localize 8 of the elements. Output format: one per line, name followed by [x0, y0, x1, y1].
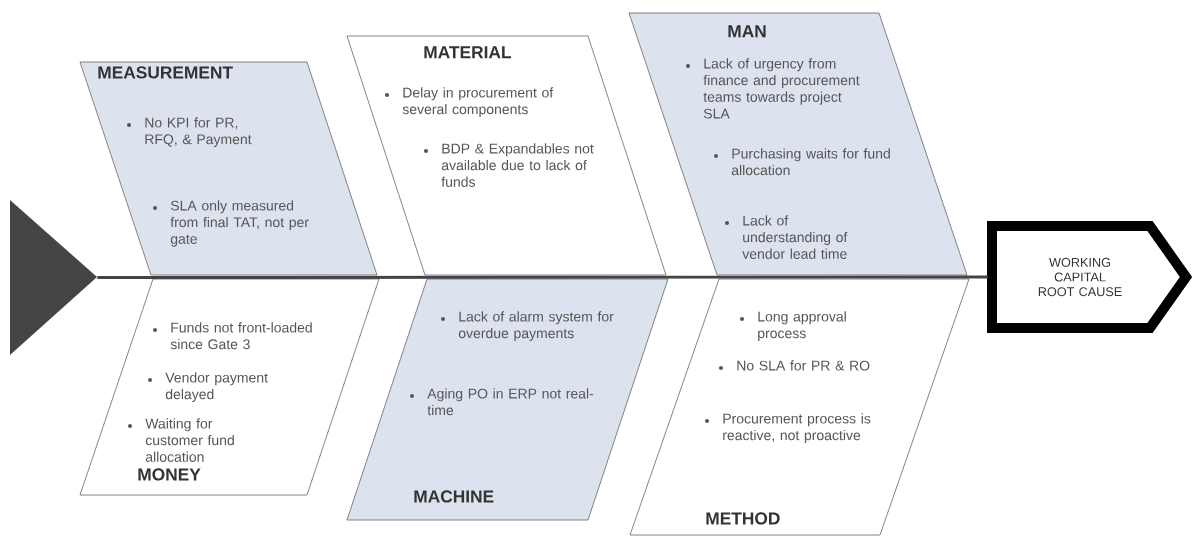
cause-box: Long approval process No SLA for PR & RO Procurement process is reactive, not proactive METHOD [629, 278, 970, 536]
cause-box: MAN Lack of urgency from finance and procurement teams towards project SLA Purchasing waits for fund allocation Lack of understanding of vendor lead time [628, 12, 968, 276]
cause-box: MATERIAL Delay in procurement of several components BDP & Expandables not available due to lack of funds [346, 35, 667, 276]
root-cause-box: WORKING CAPITAL ROOT CAUSE [987, 221, 1192, 333]
tail-triangle [10, 200, 97, 355]
cause-box: MEASUREMENT No KPI for PR, RFQ, & Payment SLA only measured from final TAT, not per gate [79, 61, 378, 276]
cause-box: Lack of alarm system for overdue payments Aging PO in ERP not real-time MACHINE [346, 278, 669, 521]
cause-box: Funds not front-loaded since Gate 3 Vendor payment delayed Waiting for customer fund allocation MONEY [79, 278, 380, 496]
